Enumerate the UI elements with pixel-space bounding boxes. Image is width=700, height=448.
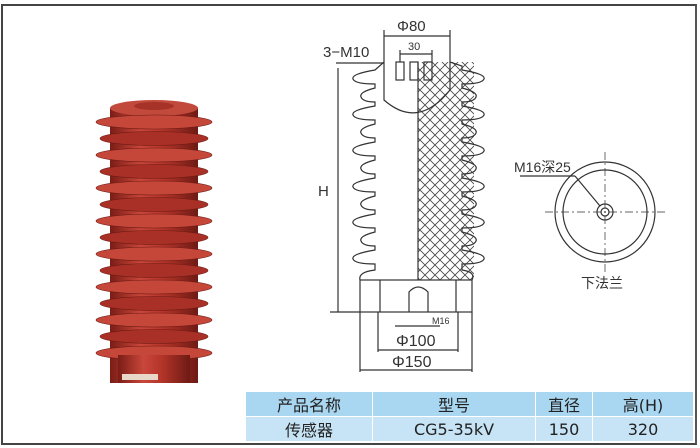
inner-diameter-label: Φ100: [396, 333, 436, 350]
insulator-photo: [95, 100, 213, 383]
cell-model: CG5-35kV: [372, 416, 536, 442]
insulator-shed: [95, 279, 213, 295]
header-model: 型号: [372, 391, 536, 417]
header-product-name: 产品名称: [245, 391, 373, 417]
insulator-shed: [99, 230, 209, 245]
dimension-labels: Φ80 30 3−M10 H M16 Φ100 Φ150 M16深25 下法兰: [318, 18, 623, 371]
header-diameter: 直径: [535, 391, 593, 417]
insulator-shed: [99, 197, 209, 212]
spec-table: 产品名称 型号 直径 高(H) 传感器 CG5-35kV 150 320: [245, 391, 694, 442]
insulator-shed: [99, 263, 209, 278]
insulator-shed: [95, 312, 213, 328]
insulator-shed: [99, 296, 209, 311]
insulator-shed: [99, 164, 209, 179]
outer-diameter-label: Φ150: [392, 354, 432, 371]
bolt-spacing-label: 30: [408, 41, 420, 53]
top-thread-label: 3−M10: [323, 44, 369, 61]
top-diameter-label: Φ80: [397, 18, 426, 35]
cell-height: 320: [592, 416, 694, 442]
insulator-shed: [95, 114, 213, 130]
flange-thread-label: M16深25: [514, 159, 571, 175]
insulator-shed: [95, 147, 213, 163]
bottom-thread-label: M16: [432, 316, 450, 326]
table-row: 传感器 CG5-35kV 150 320: [245, 416, 694, 442]
insulator-shed: [99, 131, 209, 146]
insulator-shed: [95, 213, 213, 229]
table-header-row: 产品名称 型号 直径 高(H): [245, 391, 694, 417]
header-height: 高(H): [592, 391, 694, 417]
cell-product-name: 传感器: [245, 416, 373, 442]
insulator-shed: [95, 246, 213, 262]
insulator-shed: [95, 180, 213, 196]
insulator-drawing: [330, 30, 665, 372]
flange-label: 下法兰: [581, 275, 623, 291]
cell-diameter: 150: [535, 416, 593, 442]
height-label: H: [318, 183, 329, 200]
insulator-shed: [99, 329, 209, 344]
frame-border: [1, 4, 697, 445]
